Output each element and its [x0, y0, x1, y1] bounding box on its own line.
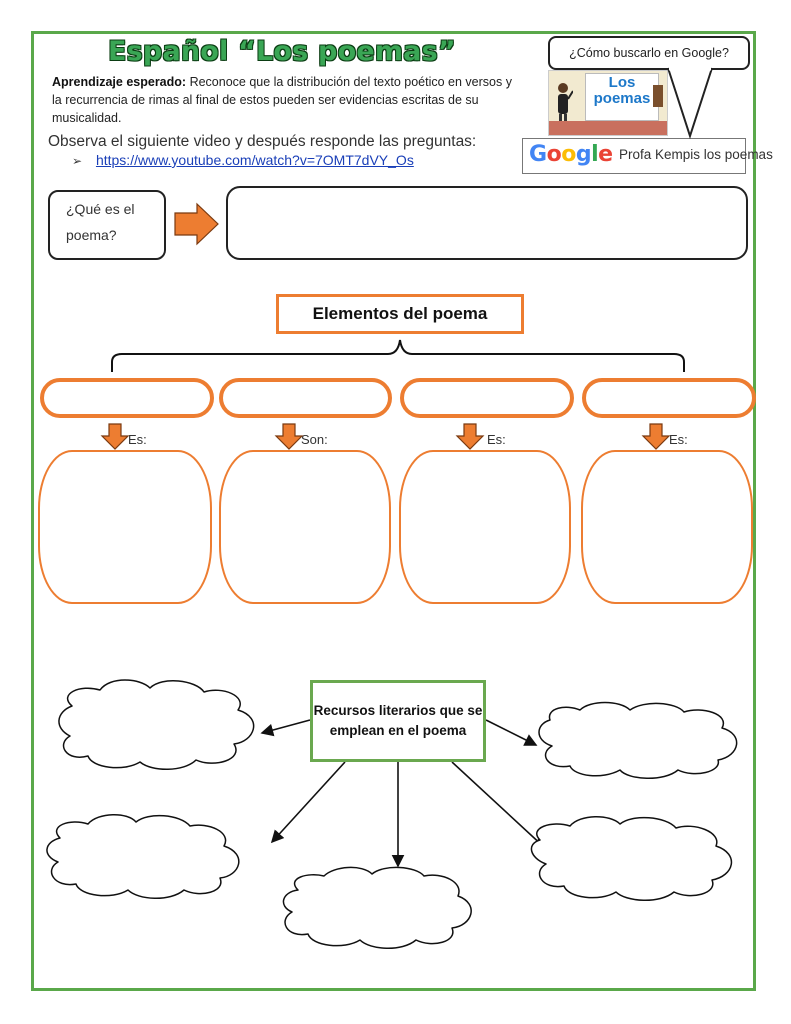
page-border	[31, 31, 756, 991]
cloud-shape-4	[282, 866, 472, 949]
element-label-3: Es:	[487, 432, 506, 447]
video-thumbnail[interactable]: Los poemas	[548, 70, 668, 136]
search-query: Profa Kempis los poemas	[619, 147, 773, 162]
answer-box[interactable]	[226, 186, 748, 260]
connector-arrow-3	[270, 761, 346, 844]
element-definition-box-3[interactable]	[399, 450, 571, 604]
google-logo: Google	[529, 142, 613, 167]
cloud-shape-1	[58, 679, 255, 770]
thumbnail-title: Los poemas	[593, 74, 651, 107]
page-title: Español “Los poemas”	[108, 36, 456, 67]
element-definition-box-1[interactable]	[38, 450, 212, 604]
resources-box: Recursos literarios que se emplean en el…	[310, 680, 486, 762]
cloud-shape-2	[538, 701, 738, 779]
down-arrow-icon-3	[455, 423, 485, 450]
element-name-box-2[interactable]	[219, 378, 392, 418]
down-arrow-icon-2	[274, 423, 304, 450]
video-link-row: ➢ https://www.youtube.com/watch?v=7OMT7d…	[72, 152, 414, 168]
element-name-box-1[interactable]	[40, 378, 214, 418]
speech-bubble-tail	[667, 67, 713, 140]
down-arrow-icon-1	[100, 423, 130, 450]
cloud-shape-3	[46, 814, 240, 899]
door-shape	[653, 85, 663, 107]
whiteboard	[585, 73, 659, 121]
element-label-1: Es:	[128, 432, 147, 447]
learning-text: Reconoce que la distribución del texto p…	[52, 75, 512, 125]
google-search-bar[interactable]: Google Profa Kempis los poemas	[522, 138, 773, 174]
element-definition-box-4[interactable]	[581, 450, 753, 604]
learning-objective: Aprendizaje esperado: Reconoce que la di…	[52, 73, 522, 127]
video-link[interactable]: https://www.youtube.com/watch?v=7OMT7dVY…	[95, 152, 414, 168]
element-label-2: Son:	[301, 432, 328, 447]
learning-label: Aprendizaje esperado:	[52, 75, 187, 89]
element-name-box-3[interactable]	[400, 378, 574, 418]
elements-title: Elementos del poema	[276, 294, 524, 334]
question-box: ¿Qué es el poema?	[48, 190, 166, 260]
arrow-bullet-icon: ➢	[72, 154, 83, 168]
right-arrow-icon	[174, 202, 219, 246]
connector-arrow-5	[451, 761, 547, 850]
connector-arrow-1	[260, 719, 311, 737]
connector-arrow-2	[485, 719, 538, 746]
curly-brace	[111, 339, 685, 372]
element-definition-box-2[interactable]	[219, 450, 391, 604]
element-name-box-4[interactable]	[582, 378, 756, 418]
speech-bubble: ¿Cómo buscarlo en Google?	[548, 36, 750, 70]
cloud-shape-5	[530, 816, 733, 901]
floor-strip	[549, 121, 667, 135]
observe-instruction: Observa el siguiente video y después res…	[48, 133, 477, 150]
element-label-4: Es:	[669, 432, 688, 447]
down-arrow-icon-4	[641, 423, 671, 450]
